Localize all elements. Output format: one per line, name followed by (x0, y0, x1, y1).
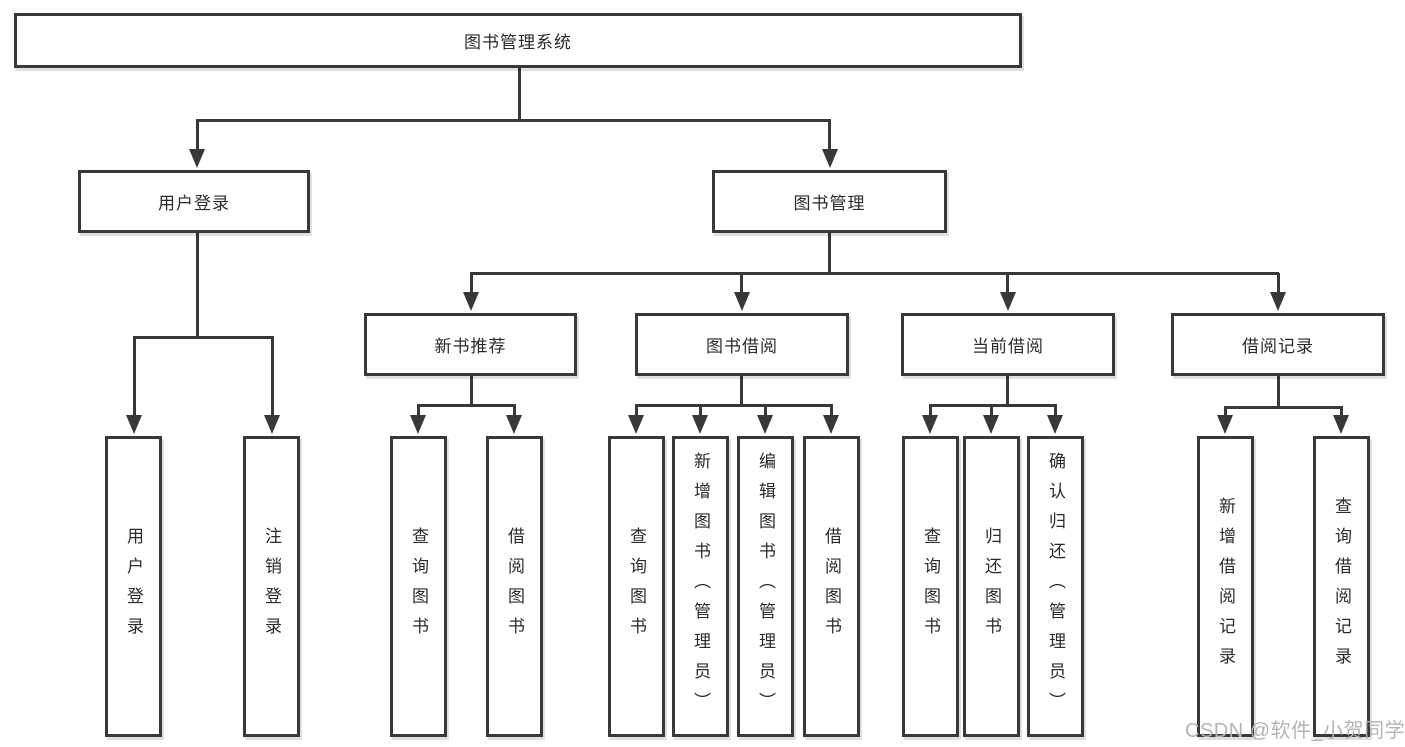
node-root: 图书管理系统 (14, 13, 1022, 68)
connector-arrow-g2-query-line (635, 404, 638, 417)
connector-arrow-g1-query-line (417, 404, 420, 417)
connector-new-book-bar (417, 404, 516, 407)
connector-arrow-user-login-line (196, 120, 199, 151)
node-borrow-records-label: 借阅记录 (1242, 337, 1314, 356)
arrowhead-g1-query (410, 415, 426, 434)
connector-arrow-g3-query-line (929, 404, 932, 417)
node-user-login: 用户登录 (78, 170, 310, 233)
connector-level2-bar (196, 119, 831, 122)
arrowhead-g3-query (922, 415, 938, 434)
node-root-label: 图书管理系统 (464, 33, 572, 52)
arrowhead-g3-confirm (1047, 415, 1063, 434)
leaf-return-book: 归还图书 (963, 436, 1020, 737)
arrowhead-g1-borrow (506, 415, 522, 434)
arrowhead-book-borrow (734, 292, 750, 311)
node-book-borrow-label: 图书借阅 (706, 337, 778, 356)
connector-user-login-stub (196, 232, 199, 339)
leaf-add-book-admin: 新增图书（管理员） (672, 436, 729, 737)
node-borrow-records: 借阅记录 (1171, 313, 1385, 376)
leaf-query-books-recommend-label: 查询图书 (409, 526, 428, 647)
arrowhead-g2-query (628, 415, 644, 434)
connector-arrow-g4-add-line (1224, 406, 1227, 417)
arrowhead-g2-add (692, 415, 708, 434)
arrowhead-g2-edit (757, 415, 773, 434)
leaf-borrow-books-recommend-label: 借阅图书 (505, 526, 524, 647)
connector-level3-bar (470, 272, 1279, 275)
leaf-user-login-label: 用户登录 (124, 526, 143, 647)
leaf-query-books-current-label: 查询图书 (921, 526, 940, 647)
leaf-edit-book-admin: 编辑图书（管理员） (737, 436, 794, 737)
arrowhead-borrow-records (1270, 292, 1286, 311)
node-book-management: 图书管理 (712, 170, 947, 233)
leaf-add-borrow-record-label: 新增借阅记录 (1216, 496, 1235, 677)
node-current-borrow: 当前借阅 (901, 313, 1115, 376)
leaf-confirm-return-admin-label: 确认归还（管理员） (1046, 451, 1065, 722)
node-new-book-recommend: 新书推荐 (364, 313, 577, 376)
arrowhead-new-book (463, 292, 479, 311)
arrowhead-g2-borrow (823, 415, 839, 434)
arrowhead-g4-add (1217, 415, 1233, 434)
node-book-borrow: 图书借阅 (635, 313, 849, 376)
leaf-logout: 注销登录 (243, 436, 300, 737)
leaf-borrow-books-recommend: 借阅图书 (486, 436, 543, 737)
node-book-management-label: 图书管理 (793, 194, 866, 213)
connector-book-borrow-bar (635, 404, 833, 407)
arrowhead-current-borrow (1000, 292, 1016, 311)
leaf-user-login: 用户登录 (105, 436, 162, 737)
leaf-add-borrow-record: 新增借阅记录 (1197, 436, 1254, 737)
connector-arrow-leaf-user-login-line (133, 336, 136, 417)
leaf-query-borrow-record-label: 查询借阅记录 (1332, 496, 1351, 677)
connector-new-book-stub (470, 376, 473, 407)
node-current-borrow-label: 当前借阅 (972, 337, 1044, 356)
csdn-watermark: CSDN @软件_小贺同学 (1185, 720, 1405, 742)
leaf-confirm-return-admin: 确认归还（管理员） (1027, 436, 1084, 737)
connector-arrow-g2-add-line (699, 404, 702, 417)
leaf-query-books-current: 查询图书 (902, 436, 959, 737)
connector-borrow-records-stub (1277, 376, 1280, 409)
connector-arrow-book-borrow-line (740, 273, 743, 294)
leaf-query-books-borrow-label: 查询图书 (627, 526, 646, 647)
leaf-return-book-label: 归还图书 (982, 526, 1001, 647)
connector-book-management-stub (828, 232, 831, 275)
leaf-query-borrow-record: 查询借阅记录 (1313, 436, 1370, 737)
connector-user-login-bar (133, 336, 273, 339)
connector-arrow-borrow-records-line (1277, 273, 1280, 294)
connector-arrow-g3-return-line (990, 404, 993, 417)
connector-book-borrow-stub (740, 376, 743, 407)
connector-arrow-g2-borrow-line (830, 404, 833, 417)
node-new-book-recommend-label: 新书推荐 (434, 337, 507, 356)
leaf-logout-label: 注销登录 (262, 526, 281, 647)
connector-arrow-g3-confirm-line (1054, 404, 1057, 417)
node-user-login-label: 用户登录 (158, 194, 230, 213)
connector-current-borrow-bar (929, 404, 1057, 407)
connector-arrow-leaf-logout-line (271, 336, 274, 417)
leaf-edit-book-admin-label: 编辑图书（管理员） (756, 451, 775, 722)
arrowhead-g3-return (983, 415, 999, 434)
connector-arrow-g2-edit-line (764, 404, 767, 417)
connector-arrow-new-book-line (470, 273, 473, 294)
leaf-query-books-recommend: 查询图书 (390, 436, 447, 737)
connector-arrow-g1-borrow-line (513, 404, 516, 417)
leaf-borrow-books-borrow-label: 借阅图书 (822, 526, 841, 647)
arrowhead-user-login (189, 149, 205, 168)
connector-arrow-book-management-line (828, 120, 831, 151)
leaf-borrow-books-borrow: 借阅图书 (803, 436, 860, 737)
arrowhead-book-management (822, 149, 838, 168)
leaf-add-book-admin-label: 新增图书（管理员） (691, 451, 710, 722)
leaf-query-books-borrow: 查询图书 (608, 436, 665, 737)
connector-arrow-g4-query-line (1340, 406, 1343, 417)
arrowhead-leaf-user-login (126, 415, 142, 434)
arrowhead-g4-query (1333, 415, 1349, 434)
arrowhead-leaf-logout (264, 415, 280, 434)
connector-current-borrow-stub (1006, 376, 1009, 407)
connector-root-trunk (518, 68, 521, 120)
connector-arrow-current-borrow-line (1006, 273, 1009, 294)
connector-borrow-records-bar (1224, 406, 1343, 409)
